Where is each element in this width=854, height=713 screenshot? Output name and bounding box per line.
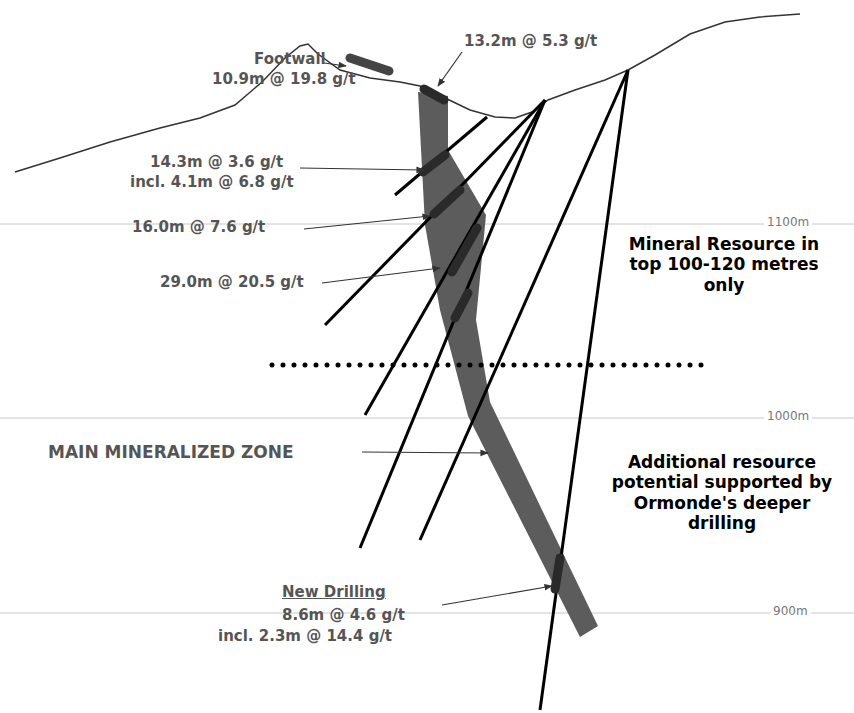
elevation-label: 1100m	[764, 215, 812, 229]
assay-intercept: 13.2m @ 5.3 g/t	[464, 32, 597, 50]
leader-arrow	[300, 168, 424, 170]
resource-limit	[272, 363, 712, 368]
elevation-label: 1000m	[764, 409, 812, 423]
drilling-heading: New Drilling	[282, 583, 386, 601]
leader-arrow	[362, 452, 488, 453]
leader-arrow	[304, 216, 430, 229]
assay-intercept: 16.0m @ 7.6 g/t	[132, 218, 265, 236]
potential-note: Additional resource potential supported …	[608, 452, 836, 534]
leaders	[300, 52, 552, 605]
intercept	[555, 558, 560, 589]
drill-hole	[365, 100, 545, 415]
assay-intercept: 10.9m @ 19.8 g/t	[212, 70, 356, 88]
lens-name: Footwall	[254, 50, 326, 68]
assay-intercept: incl. 4.1m @ 6.8 g/t	[130, 173, 294, 191]
assay-intercept: 14.3m @ 3.6 g/t	[150, 153, 283, 171]
intercept	[424, 89, 444, 100]
intercept	[455, 293, 468, 318]
intercept	[434, 190, 460, 214]
intercepts	[423, 89, 560, 589]
assay-intercept: incl. 2.3m @ 14.4 g/t	[218, 627, 392, 645]
topography	[15, 14, 800, 172]
elevation-line	[0, 613, 854, 614]
leader-arrow	[322, 268, 440, 283]
elevation-line	[0, 418, 854, 419]
leader-arrow	[324, 63, 346, 66]
footwall-lens	[350, 58, 389, 71]
assay-intercept: 29.0m @ 20.5 g/t	[160, 273, 304, 291]
leader-arrow	[438, 52, 462, 86]
intercept	[423, 155, 445, 172]
drill-hole	[395, 117, 487, 195]
intercept	[452, 228, 477, 272]
leader-arrow	[442, 586, 552, 605]
resource-note: Mineral Resource in top 100-120 metres o…	[624, 234, 824, 295]
drill-hole	[360, 100, 545, 548]
drill-hole	[540, 70, 628, 710]
assay-intercept: 8.6m @ 4.6 g/t	[282, 606, 405, 624]
zone-name: MAIN MINERALIZED ZONE	[48, 442, 294, 462]
elevation-label: 900m	[770, 604, 811, 618]
